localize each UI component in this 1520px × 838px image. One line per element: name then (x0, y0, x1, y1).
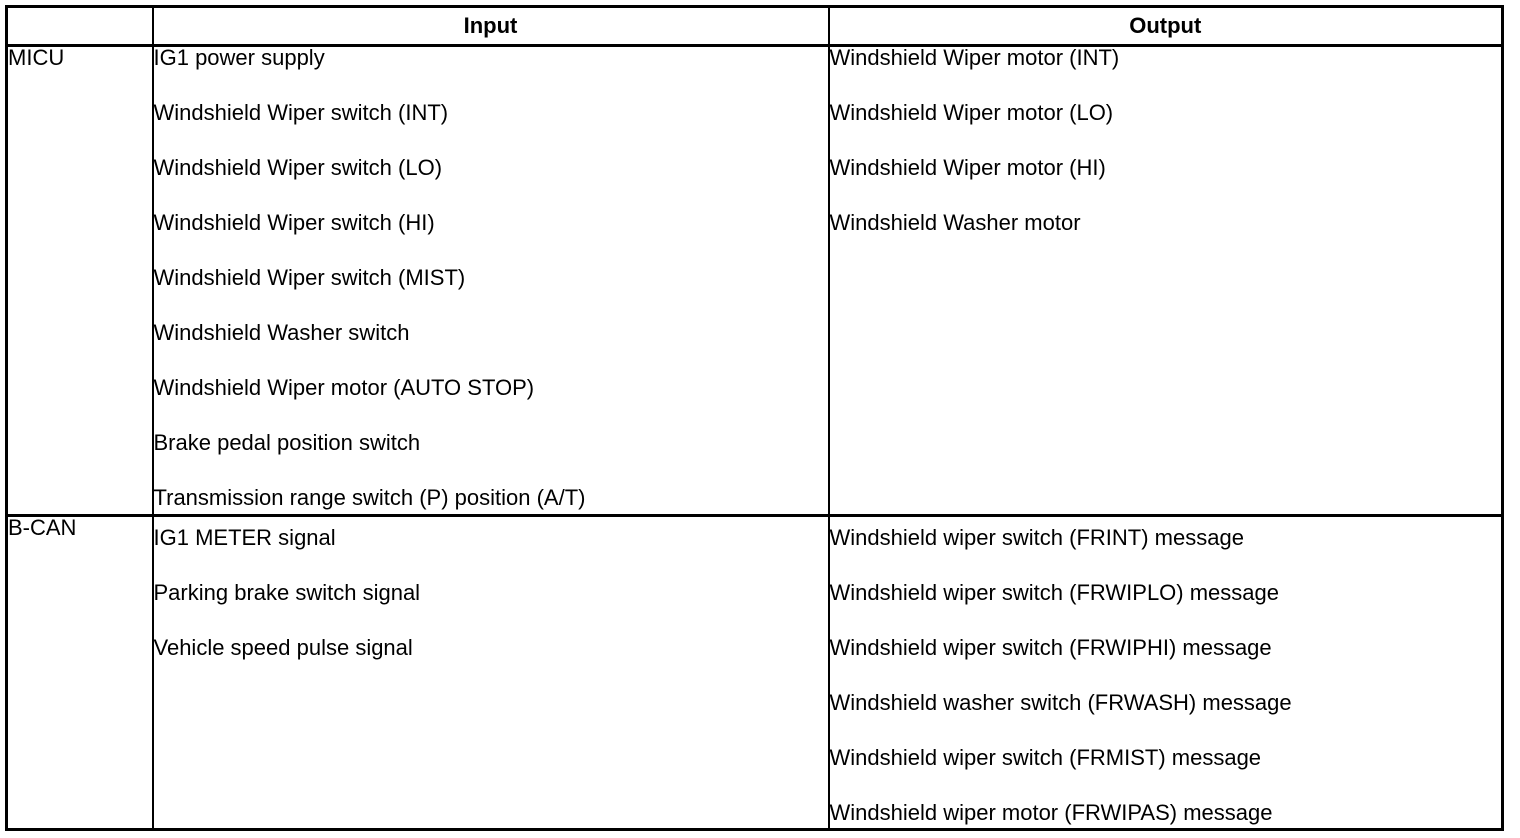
cell-input-list: IG1 power supply Windshield Wiper switch… (151, 44, 830, 517)
cell-output-list: Windshield wiper switch (FRINT) message … (827, 514, 1504, 831)
list-item: Windshield wiper switch (FRMIST) message (829, 745, 1262, 771)
table-body: MICU IG1 power supply Windshield Wiper s… (5, 44, 1504, 831)
list-item: Windshield Wiper switch (HI) (153, 210, 435, 235)
header-row: Input Output (5, 5, 1504, 47)
column-header-ecu (5, 5, 154, 47)
cell-output-list: Windshield Wiper motor (INT) Windshield … (827, 44, 1504, 517)
list-item: Windshield Wiper switch (INT) (153, 100, 449, 125)
column-header-input: Input (151, 5, 830, 47)
input-output-table: Input Output MICU IG1 power supply Winds… (5, 5, 1504, 831)
list-item: Windshield washer switch (FRWASH) messag… (829, 690, 1292, 716)
column-header-output: Output (827, 5, 1504, 47)
list-item: Windshield wiper switch (FRWIPHI) messag… (829, 635, 1272, 661)
cell-ecu-name: B-CAN (5, 514, 154, 831)
list-item: Vehicle speed pulse signal (153, 635, 413, 661)
list-item: Windshield Wiper motor (LO) (829, 100, 1114, 125)
list-item: Transmission range switch (P) position (… (153, 485, 586, 510)
list-item: Windshield wiper motor (FRWIPAS) message (829, 800, 1273, 826)
list-item: Windshield Wiper switch (MIST) (153, 265, 466, 290)
table-row: B-CAN IG1 METER signal Parking brake swi… (5, 514, 1504, 831)
list-item: Windshield Wiper motor (AUTO STOP) (153, 375, 535, 400)
list-item: Windshield wiper switch (FRINT) message (829, 525, 1244, 551)
list-item: IG1 METER signal (153, 525, 336, 551)
table-header: Input Output (5, 5, 1504, 47)
list-item: IG1 power supply (153, 45, 325, 70)
cell-input-list: IG1 METER signal Parking brake switch si… (151, 514, 830, 831)
list-item: Windshield Washer switch (153, 320, 410, 345)
list-item: Windshield Wiper motor (HI) (829, 155, 1106, 180)
cell-ecu-name: MICU (5, 44, 154, 517)
list-item: Windshield Wiper switch (LO) (153, 155, 443, 180)
list-item: Windshield Washer motor (829, 210, 1081, 235)
list-item: Windshield wiper switch (FRWIPLO) messag… (829, 580, 1280, 606)
table-row: MICU IG1 power supply Windshield Wiper s… (5, 44, 1504, 517)
list-item: Windshield Wiper motor (INT) (829, 45, 1120, 70)
list-item: Brake pedal position switch (153, 430, 421, 455)
list-item: Parking brake switch signal (153, 580, 421, 606)
